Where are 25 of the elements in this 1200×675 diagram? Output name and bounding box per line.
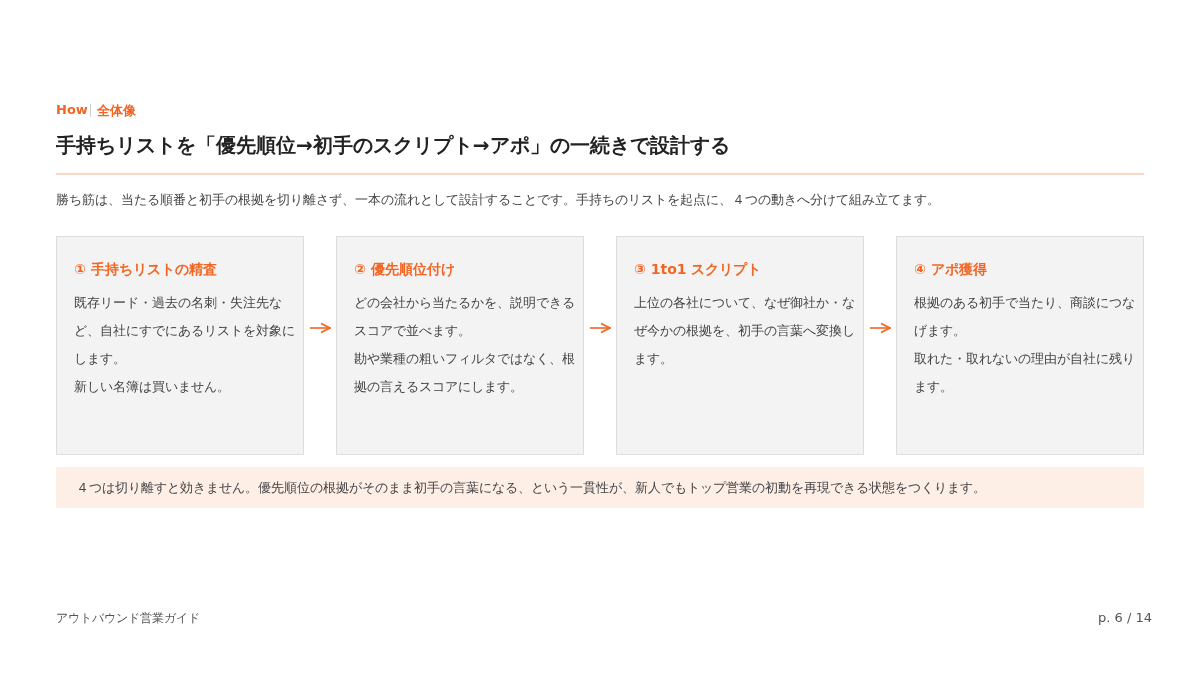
section-label: 全体像 xyxy=(97,102,136,120)
lead-paragraph: 勝ち筋は、当たる順番と初手の根拠を切り離さず、一本の流れとして設計することです。手持ちのリストを起点に、４つの動きへ分けて組み立てます。 xyxy=(56,191,940,209)
note-banner: ４つは切り離すと効きません。優先順位の根拠がそのまま初手の言葉になる、という一貫性が、新人でもトップ営業の初動を再現できる状態をつくります。 xyxy=(56,467,1144,508)
flow-arrow xyxy=(869,322,891,334)
step-card xyxy=(896,236,1144,455)
step-description: 新しい名簿は買いません。 xyxy=(74,378,231,396)
step-card xyxy=(56,236,304,455)
flow-arrow xyxy=(589,322,611,334)
step-heading: ① 手持ちリストの精査 xyxy=(74,261,217,279)
step-description: どの会社から当たるかを、説明できるスコアで並べます。 xyxy=(354,294,576,340)
step-card xyxy=(616,236,864,455)
flow-arrow xyxy=(309,322,331,334)
step-description: 根拠のある初手で当たり、商談につなげます。 xyxy=(914,294,1136,340)
footer-text: アウトバウンド営業ガイド xyxy=(56,610,200,627)
step-heading: ③ 1to1 スクリプト xyxy=(634,261,762,279)
section-label: How xyxy=(56,102,88,117)
step-description: 取れた・取れないの理由が自社に残ります。 xyxy=(914,350,1136,396)
step-description: 上位の各社について、なぜ御社か・なぜ今かの根拠を、初手の言葉へ変換します。 xyxy=(634,294,856,368)
step-description: 勘や業種の粗いフィルタではなく、根拠の言えるスコアにします。 xyxy=(354,350,576,396)
page-number: p. 6 / 14 xyxy=(1098,610,1152,625)
step-description: 既存リード・過去の名刺・失注先など、自社にすでにあるリストを対象にします。 xyxy=(74,294,296,368)
slide-title: 手持ちリストを「優先順位→初手のスクリプト→アポ」の一続きで設計する xyxy=(56,132,730,159)
step-heading: ② 優先順位付け xyxy=(354,261,455,279)
step-card xyxy=(336,236,584,455)
step-heading: ④ アポ獲得 xyxy=(914,261,987,279)
